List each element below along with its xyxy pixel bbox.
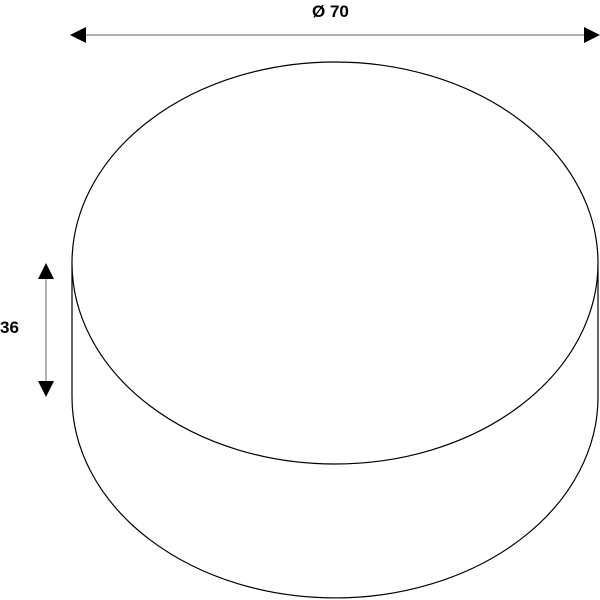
cylinder-top-ellipse (71, 61, 599, 465)
diameter-label: Ø 70 (312, 2, 349, 21)
height-dimension-arrow (38, 263, 54, 397)
diameter-dimension-arrow (70, 27, 600, 43)
height-label: 36 (0, 318, 19, 337)
cylinder-bottom-arc (71, 263, 599, 599)
